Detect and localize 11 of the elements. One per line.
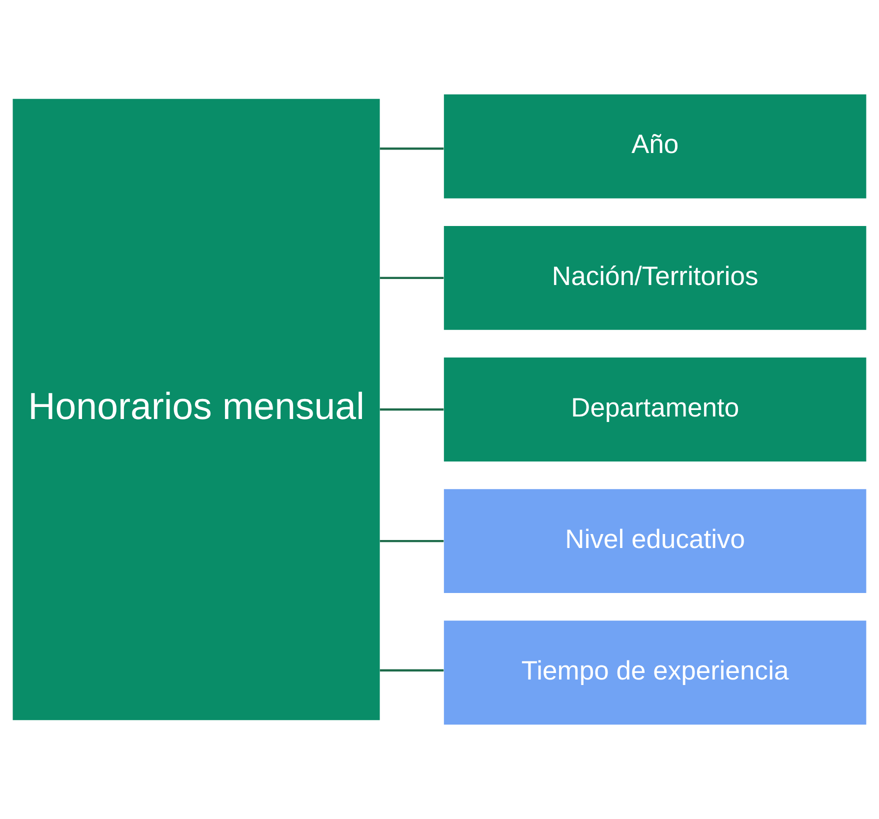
node-box: Año	[444, 94, 866, 198]
node-box: Departamento	[444, 358, 866, 462]
connector	[380, 408, 444, 411]
connector	[380, 540, 444, 542]
node-box: Tiempo de experiencia	[444, 620, 866, 725]
connector	[380, 148, 444, 150]
node-box: Nación/Territorios	[444, 226, 866, 330]
node-box: Nivel educativo	[444, 489, 866, 594]
node-box: Honorarios mensual	[12, 98, 380, 720]
connector	[380, 276, 444, 280]
connector	[380, 669, 444, 672]
